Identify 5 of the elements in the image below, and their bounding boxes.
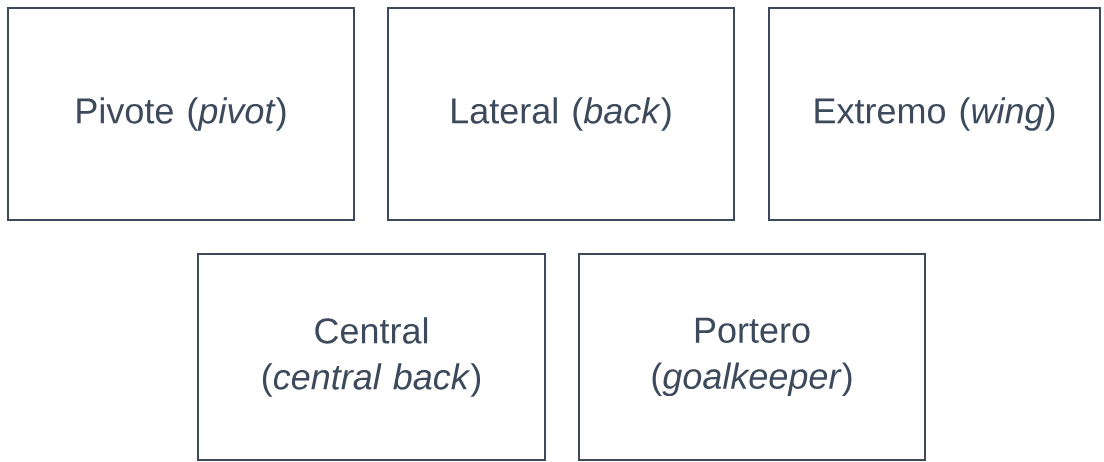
position-box: Pivote (pivot)	[7, 7, 355, 221]
position-box: Central (central back)	[197, 253, 546, 461]
position-box: Lateral (back)	[387, 7, 735, 221]
position-box: Portero (goalkeeper)	[578, 253, 926, 461]
position-box: Extremo (wing)	[768, 7, 1101, 221]
